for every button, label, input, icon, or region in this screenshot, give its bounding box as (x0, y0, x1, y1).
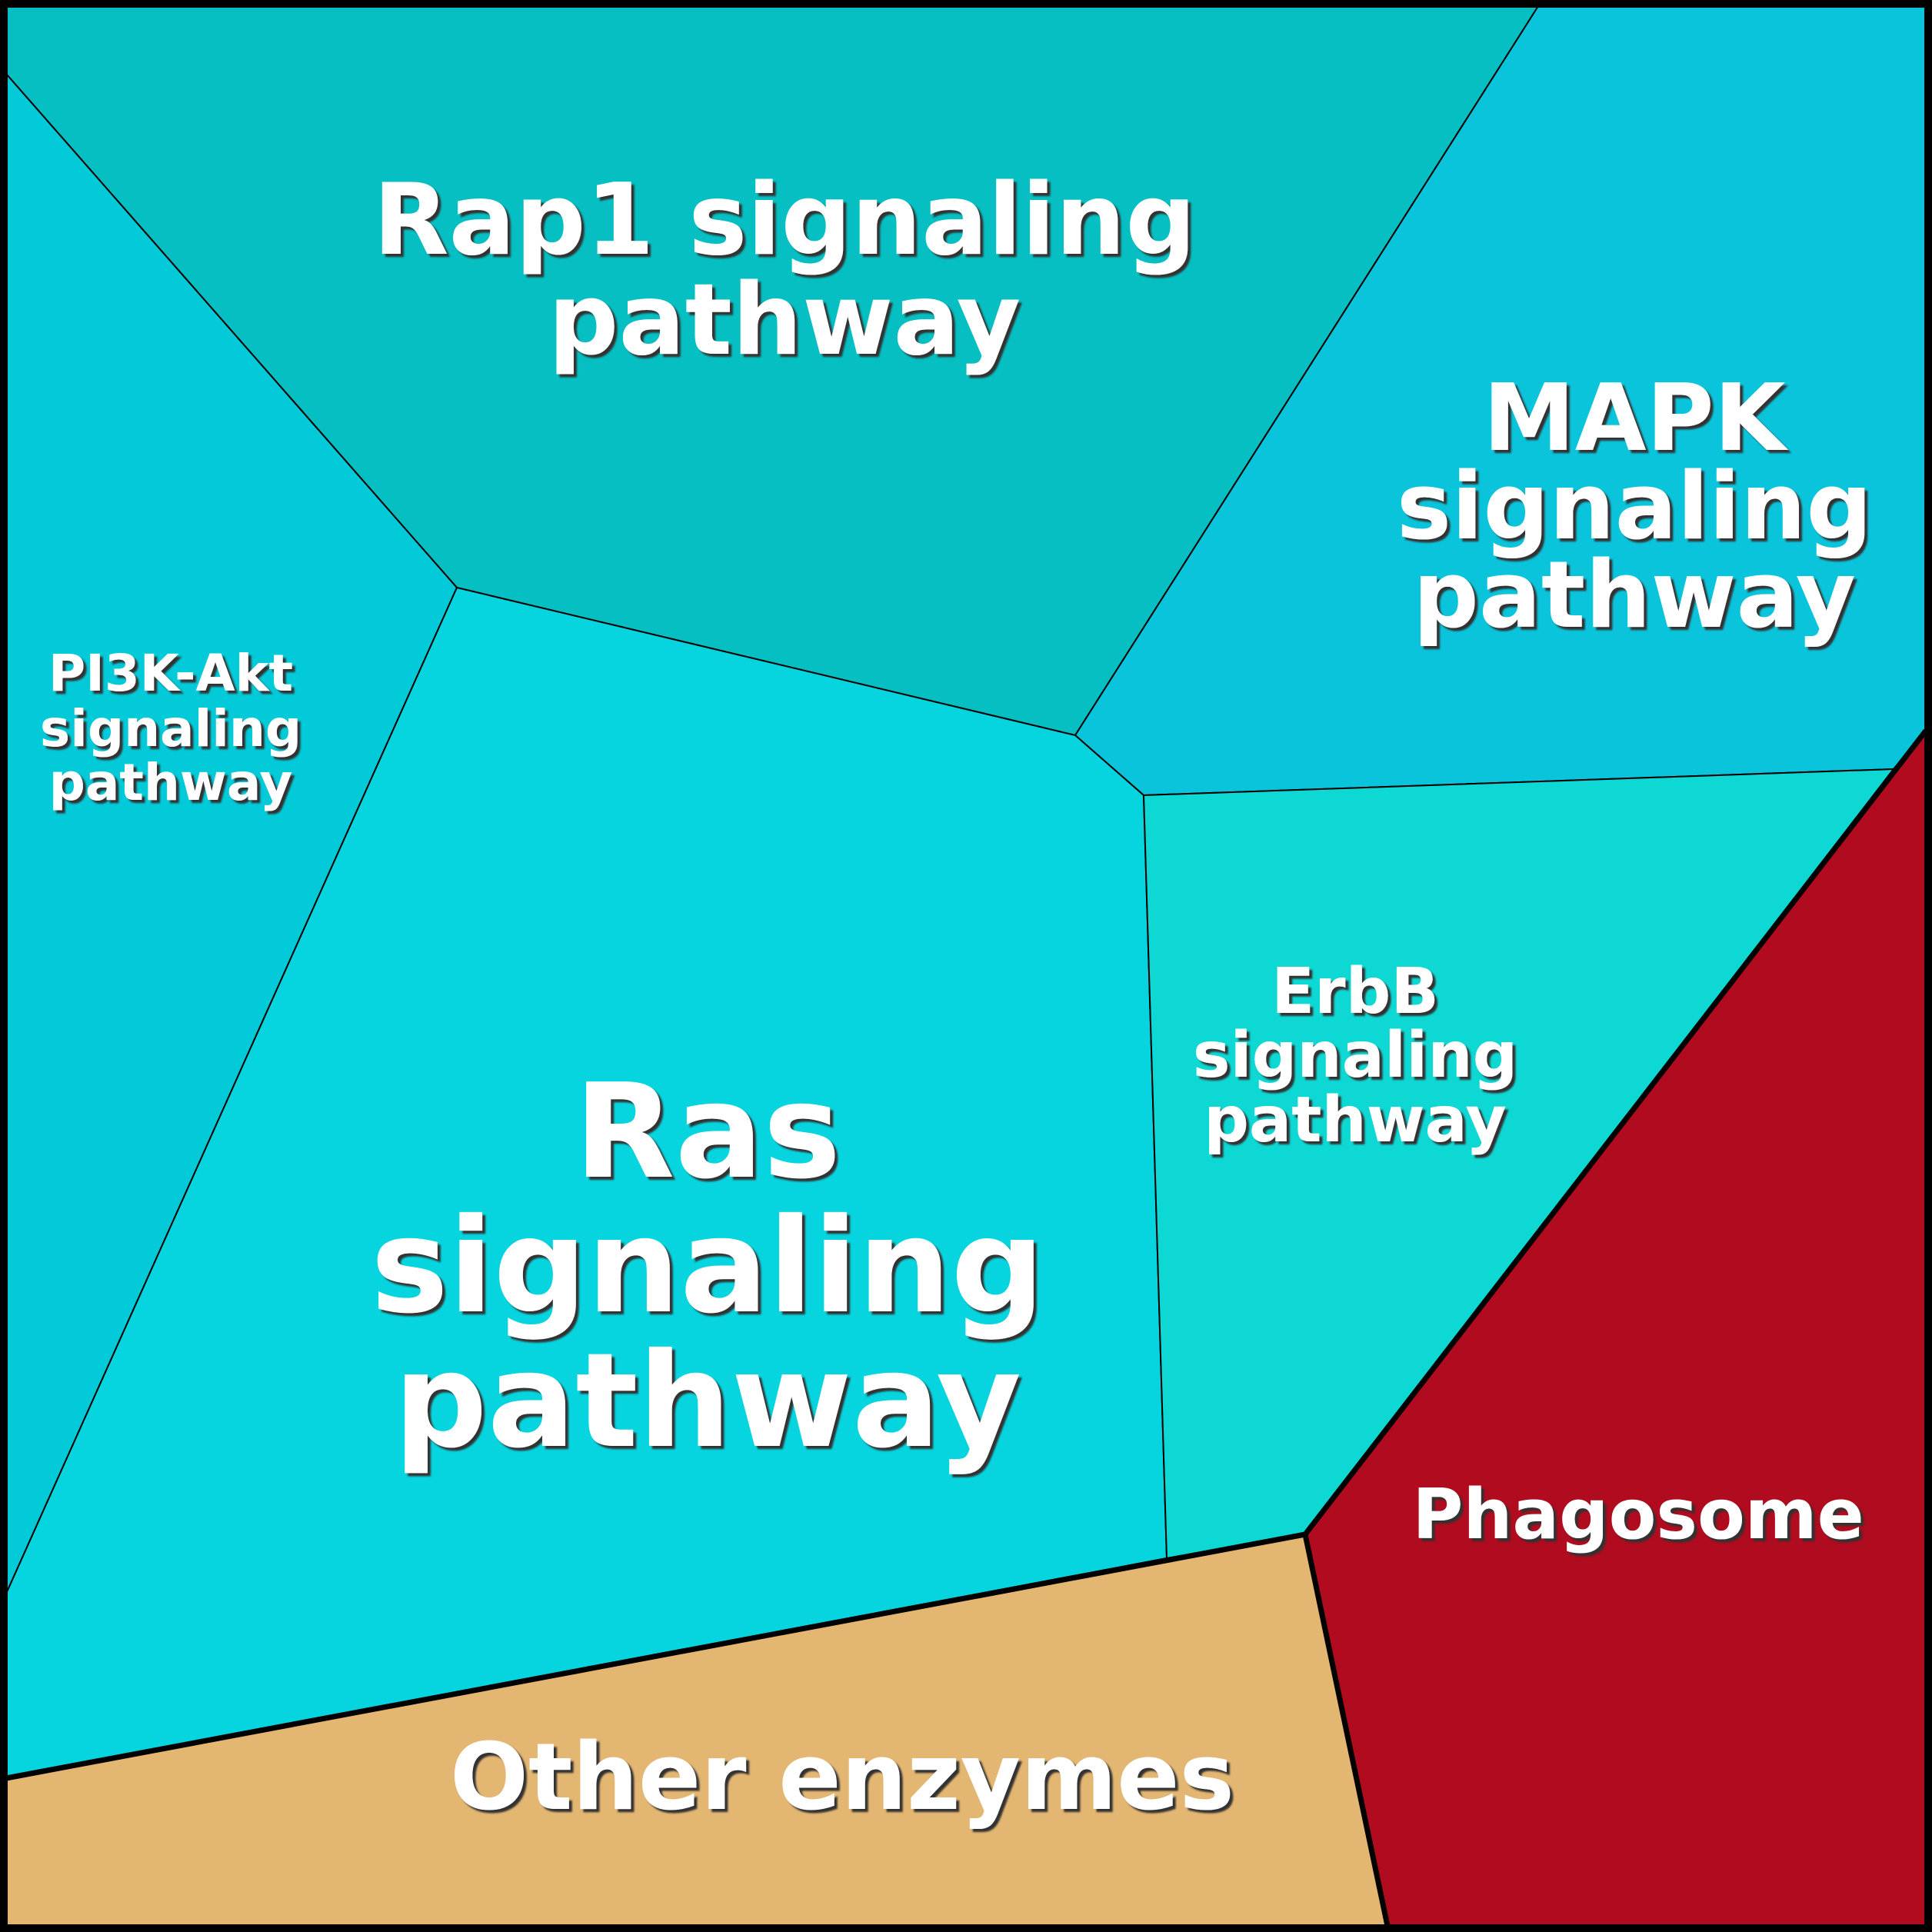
label-erbb-line-1: signaling (1193, 1019, 1518, 1092)
label-erbb-line-2: pathway (1204, 1084, 1507, 1157)
group-border (1302, 1534, 1391, 1927)
group-border (5, 1531, 1306, 1781)
label-erbb-line-0: ErbB (1271, 955, 1439, 1028)
label-phagosome-line-0: Phagosome (1412, 1474, 1864, 1555)
label-mapk-line-2: pathway (1413, 542, 1856, 649)
label-ras-line-0: Ras (575, 1056, 841, 1208)
label-pi3k-line-0: PI3K-Akt (48, 644, 293, 703)
group-border (1303, 728, 1928, 1537)
label-mapk-line-1: signaling (1397, 454, 1872, 561)
label-mapk-line-0: MAPK (1483, 365, 1788, 472)
labels-layer: Rap1 signalingpathwayMAPKsignalingpathwa… (40, 163, 1872, 1831)
label-ras-line-1: signaling (371, 1191, 1044, 1343)
cells-layer (5, 5, 1927, 1927)
label-ras-line-2: pathway (394, 1325, 1021, 1477)
label-rap1-line-0: Rap1 signaling (373, 163, 1196, 278)
label-other-line-0: Other enzymes (450, 1724, 1234, 1831)
label-pi3k-line-1: signaling (40, 699, 301, 758)
label-pi3k-line-2: pathway (49, 753, 293, 812)
label-rap1-line-1: pathway (548, 263, 1021, 378)
